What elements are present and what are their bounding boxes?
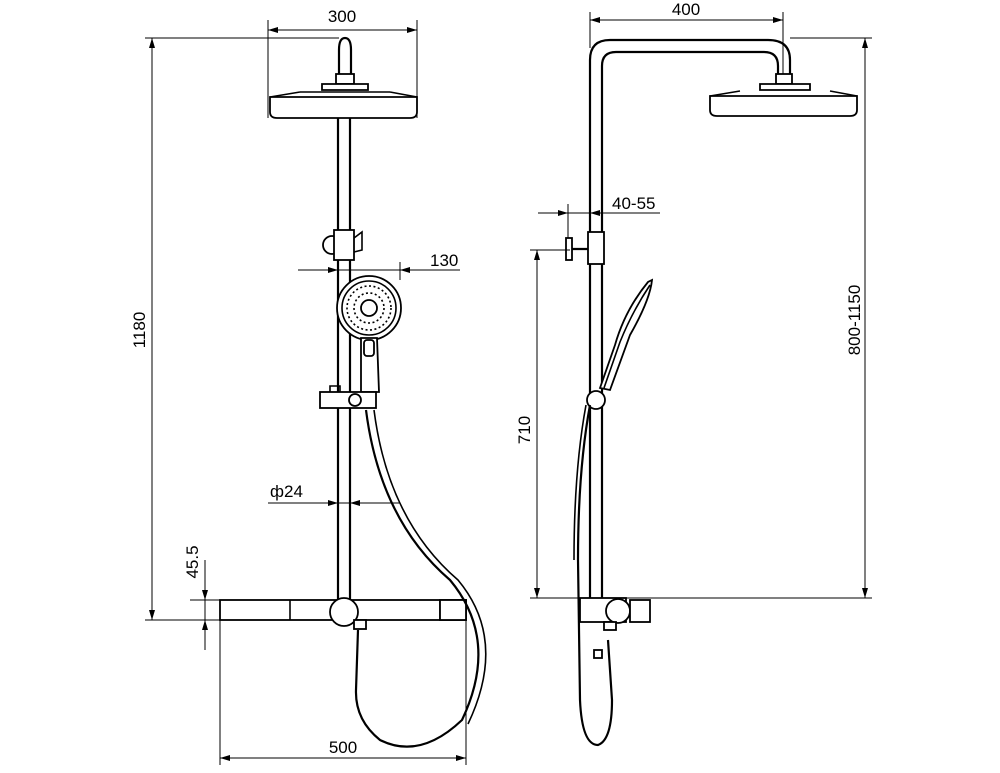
side-bracket-clamp [587,231,605,265]
front-outlet [353,619,367,630]
dim-label-40-55: 40-55 [612,194,655,213]
dim-label-710: 710 [515,416,534,444]
front-bracket-clamp [333,229,355,261]
side-wall-plate [565,237,573,261]
front-slide-holder [319,391,377,409]
dim-label-1180: 1180 [130,312,149,349]
front-shower-head [269,96,418,119]
side-control-end [629,599,651,623]
side-arm-nut [775,73,793,85]
front-view [145,20,487,765]
front-bracket-knob [353,230,363,253]
side-thermostat-knob [605,598,631,624]
side-outlet [603,621,617,631]
dim-label-300: 300 [328,7,356,26]
side-shower-head [709,95,858,117]
side-hand-shower [598,278,654,392]
dim-label-800-1150: 800-1150 [845,285,864,356]
side-riser-pipe-inner [600,50,780,598]
front-hose [354,409,480,748]
side-slide-holder [586,390,606,410]
front-arm-nut [335,73,355,85]
dim-label-45-5: 45.5 [183,545,202,578]
dim-label-rail-diameter: ф24 [270,482,303,501]
front-shower-arm [337,36,353,82]
side-hose-clip [593,649,603,659]
dim-label-400: 400 [672,0,700,19]
dim-label-130: 130 [430,251,458,270]
side-riser-pipe-outer [588,38,792,598]
front-head-cap [321,83,369,91]
front-thermostat-knob [329,597,359,627]
side-view [530,12,872,747]
side-hose [576,404,614,747]
front-shelf-end [439,599,467,621]
dim-label-500: 500 [329,738,357,757]
